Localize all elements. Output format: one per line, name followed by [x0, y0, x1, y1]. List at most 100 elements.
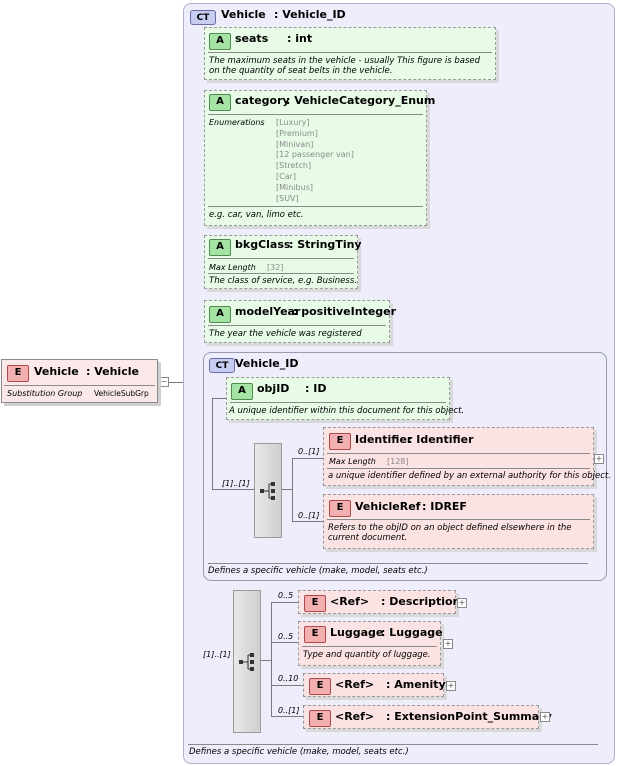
attribute-bkgclass[interactable]: A bkgClass : StringTiny Max Length [32] …	[204, 235, 362, 289]
element-type: : Amenity	[386, 678, 446, 691]
element-name: Vehicle	[34, 365, 79, 378]
connector-branch	[271, 602, 272, 716]
divider	[327, 519, 590, 520]
element-extensionpoint-summary[interactable]: E <Ref> : ExtensionPoint_Summary	[303, 705, 552, 729]
attribute-modelyear[interactable]: A modelYear : positiveInteger The year t…	[204, 300, 396, 343]
element-badge: E	[304, 626, 326, 643]
divider	[327, 453, 590, 454]
substitution-group-value: VehicleSubGrp	[94, 389, 149, 398]
root-element-vehicle[interactable]: E Vehicle : Vehicle Substitution Group V…	[1, 359, 158, 403]
complex-type-base: : Vehicle_ID	[274, 8, 346, 21]
element-badge: E	[7, 365, 29, 382]
choice-cardinality: [1]..[1]	[222, 479, 250, 488]
enum-value: [12 passenger van]	[276, 150, 354, 160]
connector-branch	[292, 458, 293, 521]
attribute-type: : ID	[305, 382, 327, 395]
enum-value: [Car]	[276, 172, 297, 181]
attribute-badge: A	[209, 33, 231, 50]
attribute-badge: A	[209, 94, 231, 111]
enum-value: [Stretch]	[276, 161, 312, 171]
attribute-category[interactable]: A category : VehicleCategory_Enum Enumer…	[204, 90, 435, 226]
expand-toggle[interactable]: +	[457, 598, 467, 608]
expand-toggle[interactable]: +	[443, 639, 453, 649]
expand-toggle[interactable]: +	[594, 454, 604, 464]
choice-compositor[interactable]	[254, 443, 282, 538]
complex-type-badge: CT	[190, 10, 216, 25]
attribute-name: modelYear	[235, 305, 301, 318]
attribute-name: objID	[257, 382, 290, 395]
attribute-seats[interactable]: A seats : int The maximum seats in the v…	[204, 27, 496, 80]
element-identifier[interactable]: E Identifier : Identifier Max Length [12…	[323, 427, 611, 486]
element-doc: a unique identifier defined by an extern…	[328, 471, 611, 481]
attribute-objid[interactable]: A objID : ID A unique identifier within …	[226, 377, 464, 420]
element-cardinality: 0..10	[278, 674, 299, 683]
element-type: : Luggage	[381, 626, 443, 639]
attribute-doc: The year the vehicle was registered	[209, 329, 362, 339]
connector	[168, 382, 184, 383]
divider	[208, 114, 423, 115]
element-cardinality: 0..5	[278, 591, 294, 600]
complex-type-name: Vehicle	[221, 8, 266, 21]
sequence-cardinality: [1]..[1]	[203, 650, 231, 659]
element-cardinality: 0..5	[278, 632, 294, 641]
element-type: : ExtensionPoint_Summary	[386, 710, 552, 723]
divider	[208, 563, 588, 564]
divider	[302, 646, 437, 647]
attribute-doc: The maximum seats in the vehicle - usual…	[209, 56, 481, 76]
element-luggage[interactable]: E Luggage : Luggage Type and quantity of…	[298, 621, 443, 666]
facet-value: [32]	[267, 263, 284, 272]
divider	[208, 325, 386, 326]
facet-label: Max Length	[209, 263, 256, 272]
complex-type-doc: Defines a specific vehicle (make, model,…	[208, 566, 428, 576]
element-description[interactable]: E <Ref> : Description	[298, 590, 460, 614]
element-amenity[interactable]: E <Ref> : Amenity	[303, 673, 446, 697]
attribute-badge: A	[209, 239, 231, 256]
element-cardinality: 0..[1]	[278, 706, 300, 715]
element-cardinality: 0..[1]	[298, 447, 320, 456]
attribute-name: seats	[235, 32, 269, 45]
expand-toggle[interactable]: +	[540, 712, 550, 722]
divider	[208, 206, 423, 207]
element-name: Luggage	[330, 626, 384, 639]
attribute-badge: A	[209, 306, 231, 323]
facet-value: [128]	[387, 457, 409, 466]
element-name: <Ref>	[335, 678, 375, 691]
element-badge: E	[329, 500, 351, 517]
complex-type-badge: CT	[209, 358, 235, 373]
element-name: Identifier	[355, 433, 413, 446]
complex-type-doc: Defines a specific vehicle (make, model,…	[189, 747, 409, 757]
connector	[261, 660, 271, 661]
enum-value: [Premium]	[276, 128, 318, 138]
element-type: : Description	[381, 595, 461, 608]
attribute-name: category	[235, 94, 290, 107]
attribute-type: : StringTiny	[289, 238, 362, 251]
attribute-badge: A	[231, 383, 253, 400]
complex-type-name: Vehicle_ID	[235, 357, 299, 370]
attribute-doc: The class of service, e.g. Business.	[209, 276, 357, 286]
enum-value: [Luxury]	[276, 118, 310, 127]
connector	[282, 489, 292, 490]
element-name: <Ref>	[335, 710, 375, 723]
divider	[208, 258, 354, 259]
element-name: <Ref>	[330, 595, 370, 608]
element-badge: E	[329, 433, 351, 450]
attribute-doc: e.g. car, van, limo etc.	[209, 210, 304, 220]
element-type: : Vehicle	[86, 365, 139, 378]
element-doc: Type and quantity of luggage.	[303, 650, 431, 660]
element-doc: Refers to the objID on an object defined…	[328, 523, 572, 543]
substitution-group-label: Substitution Group	[7, 389, 83, 398]
expand-toggle[interactable]: +	[446, 681, 456, 691]
attribute-doc: A unique identifier within this document…	[229, 406, 465, 416]
sequence-icon	[239, 653, 254, 671]
divider	[188, 744, 598, 745]
element-badge: E	[309, 678, 331, 695]
element-vehicleref[interactable]: E VehicleRef : IDREF Refers to the objID…	[323, 494, 594, 549]
attribute-type: : int	[287, 32, 313, 45]
enum-value: [Minivan]	[276, 139, 314, 149]
attribute-name: bkgClass	[235, 238, 291, 251]
connector	[292, 458, 324, 459]
element-type: : Identifier	[408, 433, 474, 446]
sequence-compositor[interactable]	[233, 590, 261, 733]
divider	[208, 52, 492, 53]
divider	[208, 273, 354, 274]
